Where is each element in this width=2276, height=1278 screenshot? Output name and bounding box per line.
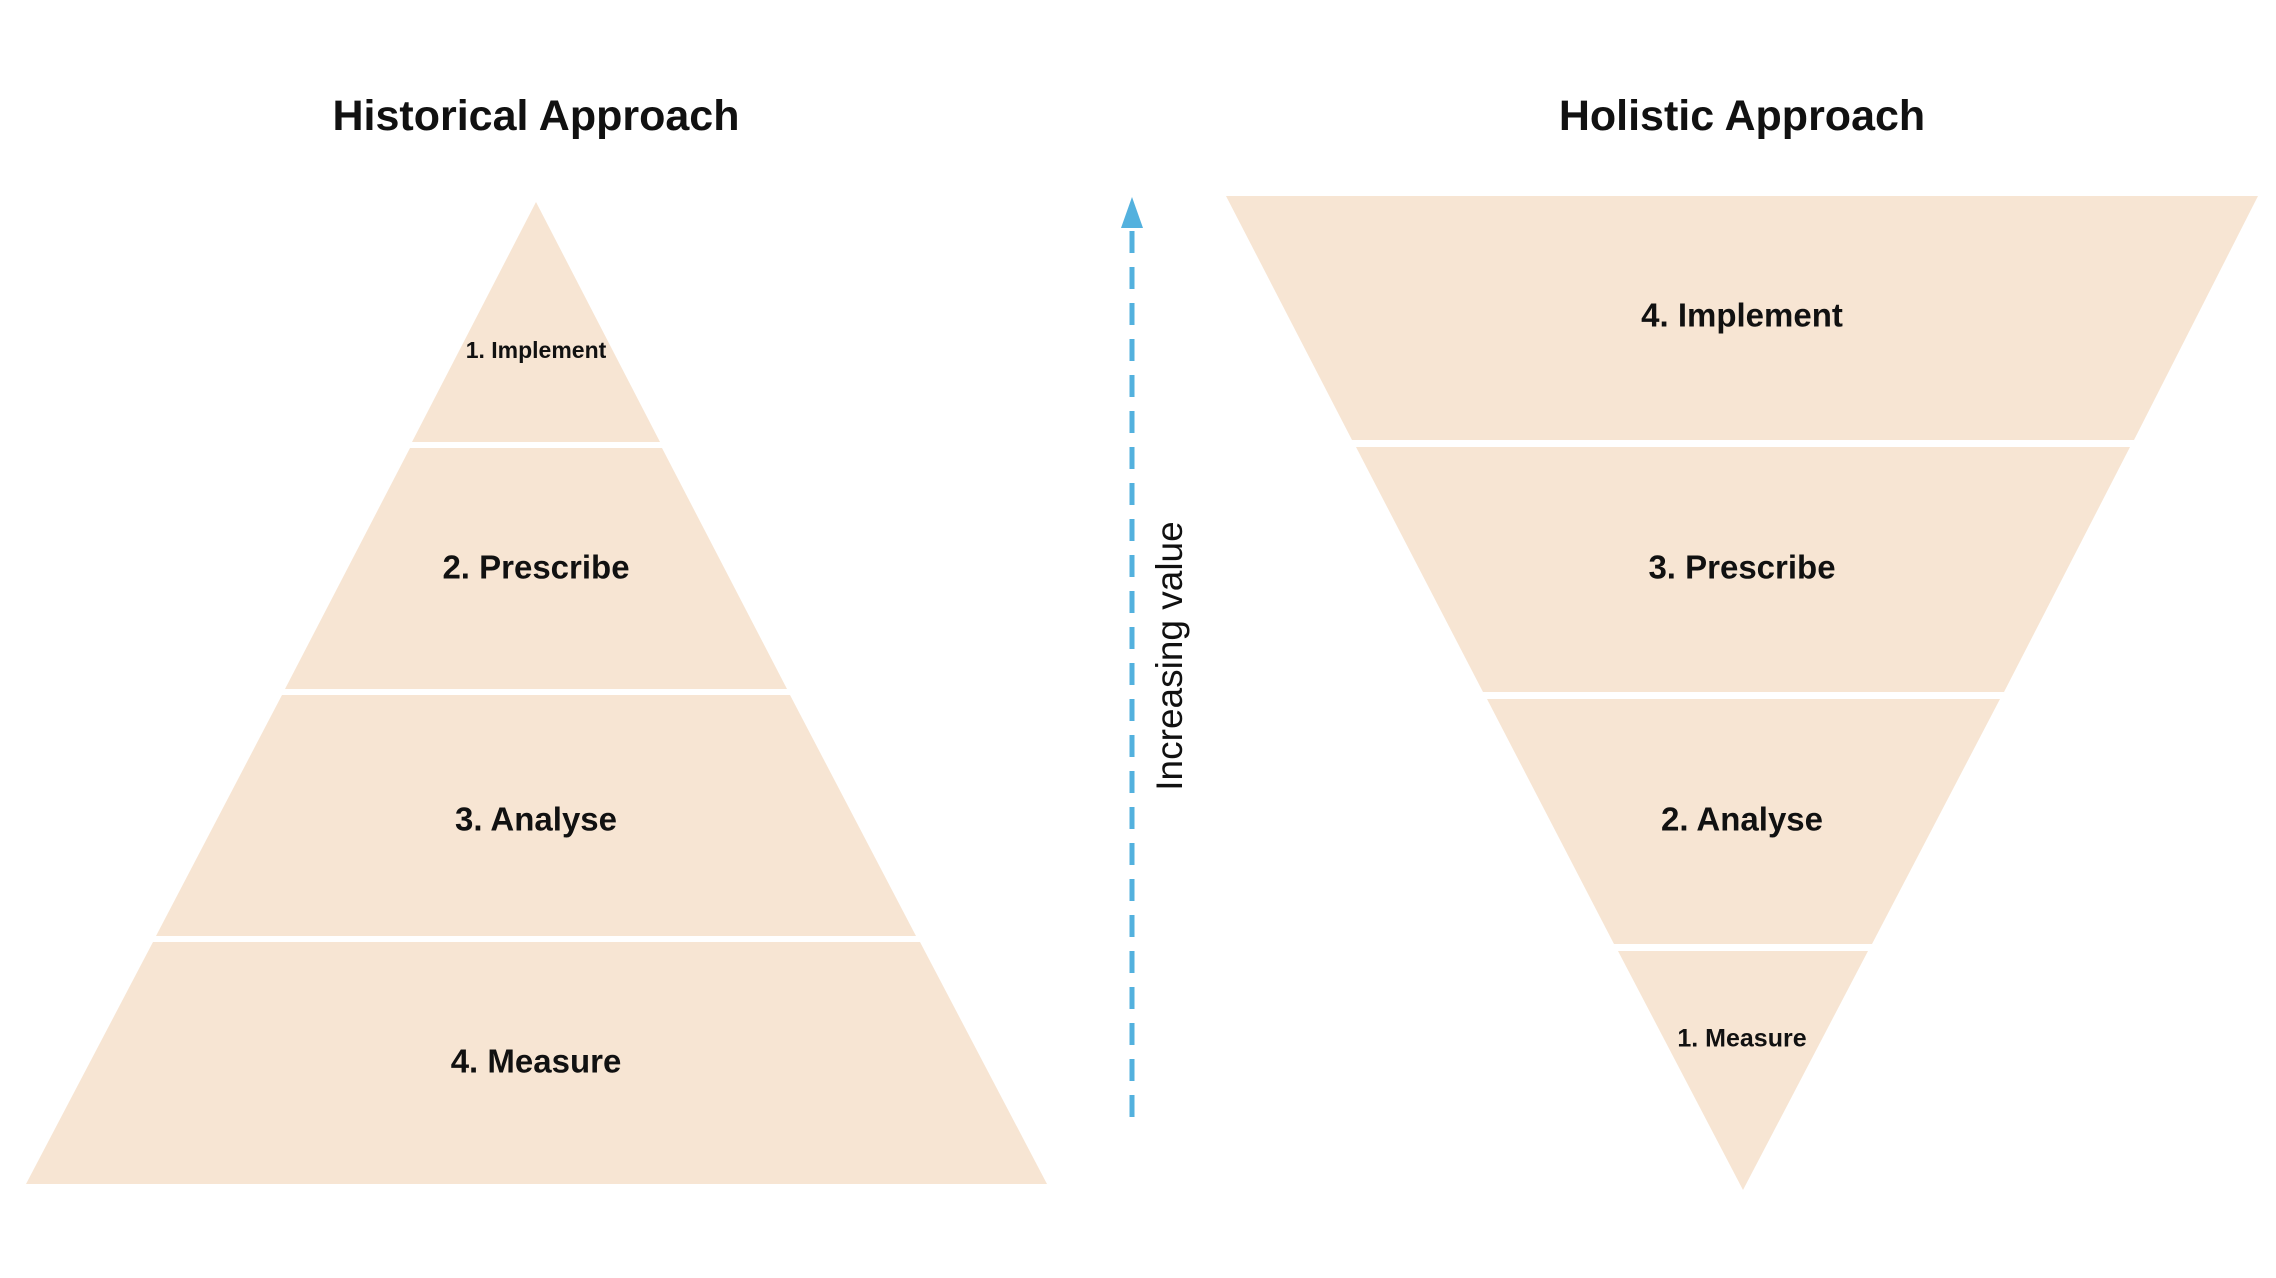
holistic-tier-3-shape xyxy=(1356,447,2130,692)
increasing-value-label: Increasing value xyxy=(1149,521,1190,790)
holistic-tier-3-label: 3. Prescribe xyxy=(1648,549,1835,586)
historical-tier-4-label: 4. Measure xyxy=(451,1043,622,1080)
holistic-tier-1-shape xyxy=(1618,951,1868,1190)
holistic-tier-4-shape xyxy=(1226,196,2258,440)
historical-approach-title: Historical Approach xyxy=(333,92,740,140)
holistic-inverted-pyramid: 4. Implement 3. Prescribe 2. Analyse 1. … xyxy=(1226,196,2258,1190)
arrow-up-icon xyxy=(1121,197,1143,228)
historical-tier-1-shape xyxy=(412,202,660,442)
historical-tier-3-shape xyxy=(156,695,916,936)
increasing-value-axis: Increasing value xyxy=(1121,197,1190,1117)
holistic-tier-1-label: 1. Measure xyxy=(1677,1025,1806,1053)
holistic-approach-title: Holistic Approach xyxy=(1559,92,1925,140)
holistic-tier-2-shape xyxy=(1487,699,2000,944)
historical-tier-2-shape xyxy=(285,448,787,689)
holistic-tier-2-label: 2. Analyse xyxy=(1661,801,1823,838)
historical-tier-3-label: 3. Analyse xyxy=(455,801,617,838)
historical-tier-1-label: 1. Implement xyxy=(466,337,607,363)
historical-pyramid: 1. Implement 2. Prescribe 3. Analyse 4. … xyxy=(26,202,1047,1184)
holistic-tier-4-label: 4. Implement xyxy=(1641,297,1843,334)
historical-tier-4-shape xyxy=(26,942,1047,1184)
historical-tier-2-label: 2. Prescribe xyxy=(442,549,629,586)
